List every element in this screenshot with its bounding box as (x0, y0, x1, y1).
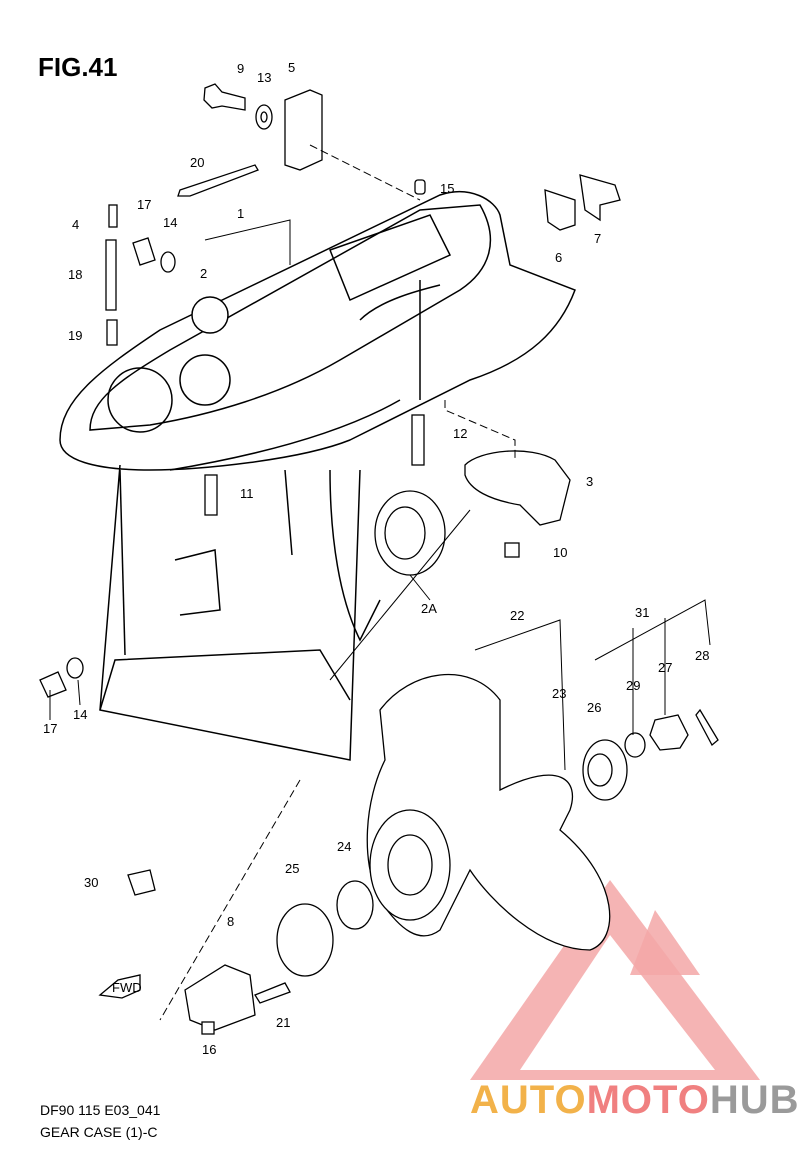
callout-27: 27 (658, 660, 672, 675)
reference-name: GEAR CASE (1)-C (40, 1124, 158, 1140)
callout-1: 1 (237, 206, 244, 221)
callout-12: 12 (453, 426, 467, 441)
parts (39, 83, 719, 1035)
callout-8: 8 (227, 914, 234, 929)
washer-14b-icon (66, 657, 84, 679)
callout-17b: 17 (43, 721, 57, 736)
watermark-moto: MOTO (586, 1078, 710, 1122)
callout-17a: 17 (137, 197, 151, 212)
bolt-11-icon (204, 474, 218, 516)
callout-20: 20 (190, 155, 204, 170)
callout-14b: 14 (73, 707, 87, 722)
callout-9: 9 (237, 61, 244, 76)
stud-4-icon (108, 204, 118, 228)
callout-6: 6 (555, 250, 562, 265)
fitting-19-icon (106, 319, 118, 346)
anode-5-icon (284, 89, 323, 171)
figure-title: FIG.41 (38, 52, 118, 82)
callout-14a: 14 (163, 215, 177, 230)
pin-16-icon (201, 1021, 215, 1035)
callout-3: 3 (586, 474, 593, 489)
nut-27-icon (649, 714, 689, 751)
trim-tab-3-icon (464, 450, 571, 526)
watermark-hub: HUB (709, 1078, 800, 1122)
plug-30-icon (127, 869, 156, 896)
callout-23: 23 (552, 686, 566, 701)
callout-19: 19 (68, 328, 82, 343)
callout-13: 13 (257, 70, 271, 85)
nut-10-icon (504, 542, 520, 558)
plate-7-icon (579, 174, 621, 222)
callout-25: 25 (285, 861, 299, 876)
plug-17b-icon (39, 671, 67, 698)
triangle-logo-icon (470, 880, 760, 1080)
callout-4: 4 (72, 217, 79, 232)
anode-8-icon (184, 964, 256, 1031)
callout-11: 11 (240, 486, 254, 501)
leader-lines (49, 144, 711, 1021)
callout-labels: 9 13 5 20 15 17 14 4 1 2 18 19 7 6 12 3 … (43, 60, 709, 1057)
cotter-pin-28-icon (695, 708, 719, 747)
clip-20-icon (177, 164, 259, 197)
watermark-auto: AUTO (470, 1078, 587, 1122)
washer-14-icon (160, 251, 176, 273)
spacer-25-icon (276, 903, 334, 977)
gear-case-housing (59, 191, 576, 761)
bolt-21-icon (254, 982, 291, 1004)
callout-5: 5 (288, 60, 295, 75)
bolt-12-icon (411, 414, 425, 466)
callout-2a: 2A (421, 601, 437, 616)
callout-15: 15 (440, 181, 454, 196)
callout-21: 21 (276, 1015, 290, 1030)
callout-18: 18 (68, 267, 82, 282)
callout-24: 24 (337, 839, 351, 854)
watermark: AUTOMOTOHUB (470, 1078, 800, 1123)
fwd-arrow-icon: FWD (98, 974, 142, 999)
callout-7: 7 (594, 231, 601, 246)
callout-30: 30 (84, 875, 98, 890)
fwd-label: FWD (112, 980, 142, 995)
callout-22: 22 (510, 608, 524, 623)
callout-28: 28 (695, 648, 709, 663)
callout-10: 10 (553, 545, 567, 560)
callout-2: 2 (200, 266, 207, 281)
pin-15-icon (414, 179, 426, 195)
callout-26: 26 (587, 700, 601, 715)
callout-16: 16 (202, 1042, 216, 1057)
callout-31: 31 (635, 605, 649, 620)
reference-code: DF90 115 E03_041 (40, 1102, 161, 1118)
bush-24-icon (336, 880, 374, 930)
washer-29-icon (624, 732, 646, 758)
cap-6-icon (544, 189, 576, 231)
callout-29: 29 (626, 678, 640, 693)
stud-18-icon (105, 239, 117, 311)
plug-17-icon (132, 237, 156, 266)
bolt-9-icon (203, 83, 246, 111)
